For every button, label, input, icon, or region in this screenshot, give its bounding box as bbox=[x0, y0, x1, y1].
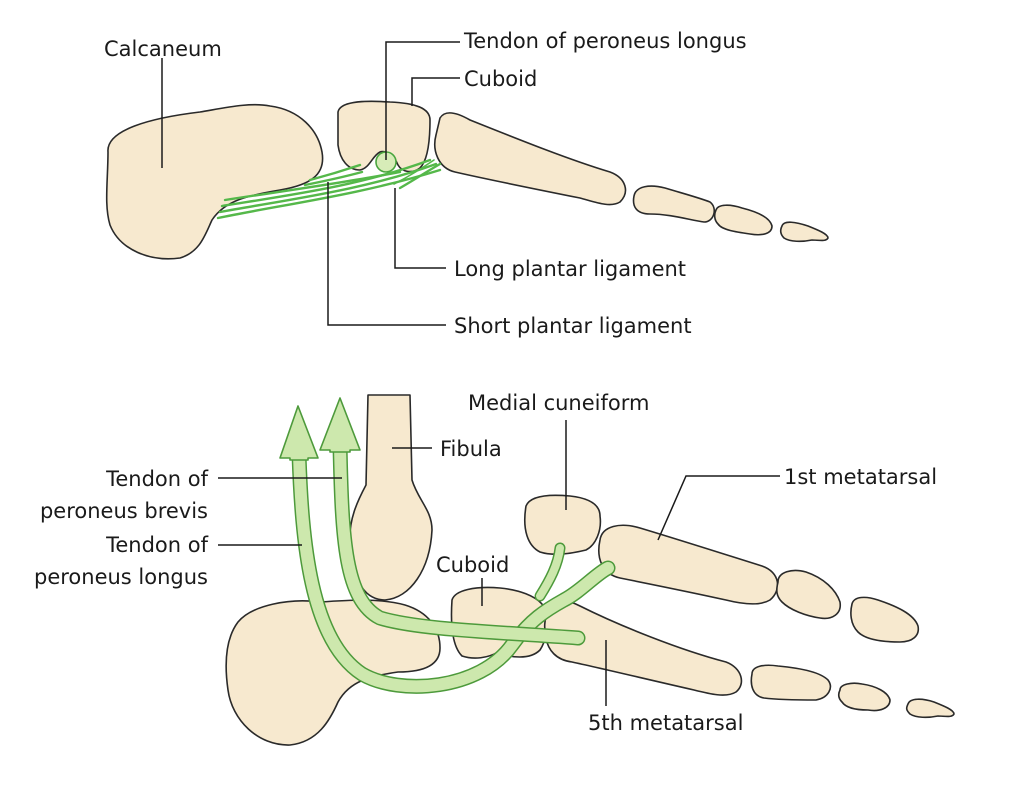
cuboid-bone-top bbox=[337, 100, 431, 173]
tendon-peroneus-brevis bbox=[319, 397, 586, 646]
label-tendon-peroneus-longus-line2: peroneus longus bbox=[34, 565, 208, 589]
fifth-toe-middle-phalanx bbox=[837, 682, 891, 712]
label-tendon-peroneus-longus-line1: Tendon of bbox=[105, 533, 209, 557]
label-first-metatarsal: 1st metatarsal bbox=[784, 465, 937, 489]
tendon-peroneus-longus bbox=[279, 405, 616, 694]
proximal-phalanx-top bbox=[632, 185, 716, 223]
first-toe-proximal-phalanx bbox=[776, 569, 842, 620]
fifth-toe-distal-phalanx bbox=[905, 698, 955, 719]
leader-short-plantar-ligament bbox=[327, 182, 446, 326]
calcaneum-bone-bottom bbox=[225, 599, 441, 746]
first-metatarsal-bone bbox=[598, 524, 779, 605]
label-cuboid-bottom: Cuboid bbox=[436, 553, 509, 577]
fifth-toe-proximal-phalanx bbox=[750, 664, 832, 701]
fifth-metatarsal-bone bbox=[543, 600, 743, 696]
fibula-bone bbox=[348, 394, 433, 601]
top-view: Calcaneum Tendon of peroneus longus Cubo… bbox=[104, 29, 829, 338]
leader-first-metatarsal bbox=[657, 475, 780, 541]
arrow-peroneus-brevis bbox=[319, 397, 361, 453]
label-fibula: Fibula bbox=[440, 437, 502, 461]
fifth-metatarsal-top bbox=[434, 112, 627, 206]
label-short-plantar-ligament: Short plantar ligament bbox=[454, 314, 692, 338]
first-toe-distal-phalanx bbox=[850, 596, 920, 643]
label-fifth-metatarsal: 5th metatarsal bbox=[588, 711, 743, 735]
label-calcaneum: Calcaneum bbox=[104, 37, 222, 61]
label-cuboid-top: Cuboid bbox=[464, 67, 537, 91]
label-long-plantar-ligament: Long plantar ligament bbox=[454, 257, 686, 281]
calcaneum-bone bbox=[105, 103, 324, 260]
middle-phalanx-top bbox=[713, 204, 773, 236]
plantar-ligaments bbox=[216, 158, 442, 220]
leader-cuboid-top bbox=[411, 77, 460, 106]
leader-tendon-peroneus-longus-top bbox=[385, 41, 460, 160]
distal-phalanx-top bbox=[779, 221, 829, 243]
label-medial-cuneiform: Medial cuneiform bbox=[468, 391, 649, 415]
label-tendon-peroneus-longus-top: Tendon of peroneus longus bbox=[463, 29, 747, 53]
label-tendon-peroneus-brevis-line1: Tendon of bbox=[105, 467, 209, 491]
arrow-peroneus-longus bbox=[279, 405, 319, 461]
label-tendon-peroneus-brevis-line2: peroneus brevis bbox=[40, 499, 208, 523]
bottom-view: Medial cuneiform Fibula 1st metatarsal T… bbox=[34, 391, 955, 746]
medial-cuneiform-bone bbox=[524, 494, 602, 555]
leader-long-plantar-ligament bbox=[394, 188, 446, 269]
